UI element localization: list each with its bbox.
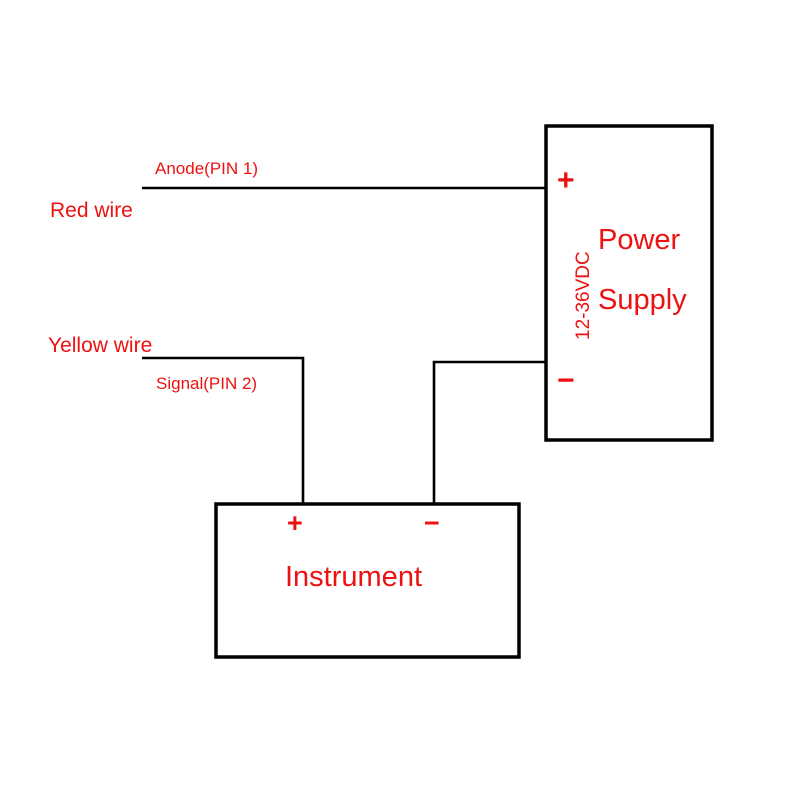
power-supply-title-line2: Supply bbox=[598, 284, 687, 316]
instrument-title: Instrument bbox=[285, 561, 422, 593]
yellow-wire-line bbox=[142, 356, 305, 504]
instrument-negative-terminal: − bbox=[424, 508, 440, 538]
instrument-box bbox=[214, 502, 521, 659]
instrument-positive-terminal: + bbox=[287, 508, 303, 538]
power-supply-title-line1: Power bbox=[598, 224, 681, 256]
signal-pin-label: Signal(PIN 2) bbox=[156, 374, 258, 393]
yellow-wire-label: Yellow wire bbox=[48, 334, 153, 357]
power-supply-positive-terminal: + bbox=[557, 164, 575, 197]
anode-pin-label: Anode(PIN 1) bbox=[155, 159, 258, 178]
power-supply-box bbox=[544, 124, 714, 442]
power-supply-voltage-rating: 12-36VDC bbox=[573, 251, 594, 340]
power-supply-negative-terminal: − bbox=[557, 364, 575, 397]
negative-return-wire-line bbox=[432, 360, 546, 504]
red-wire-label: Red wire bbox=[50, 199, 133, 222]
